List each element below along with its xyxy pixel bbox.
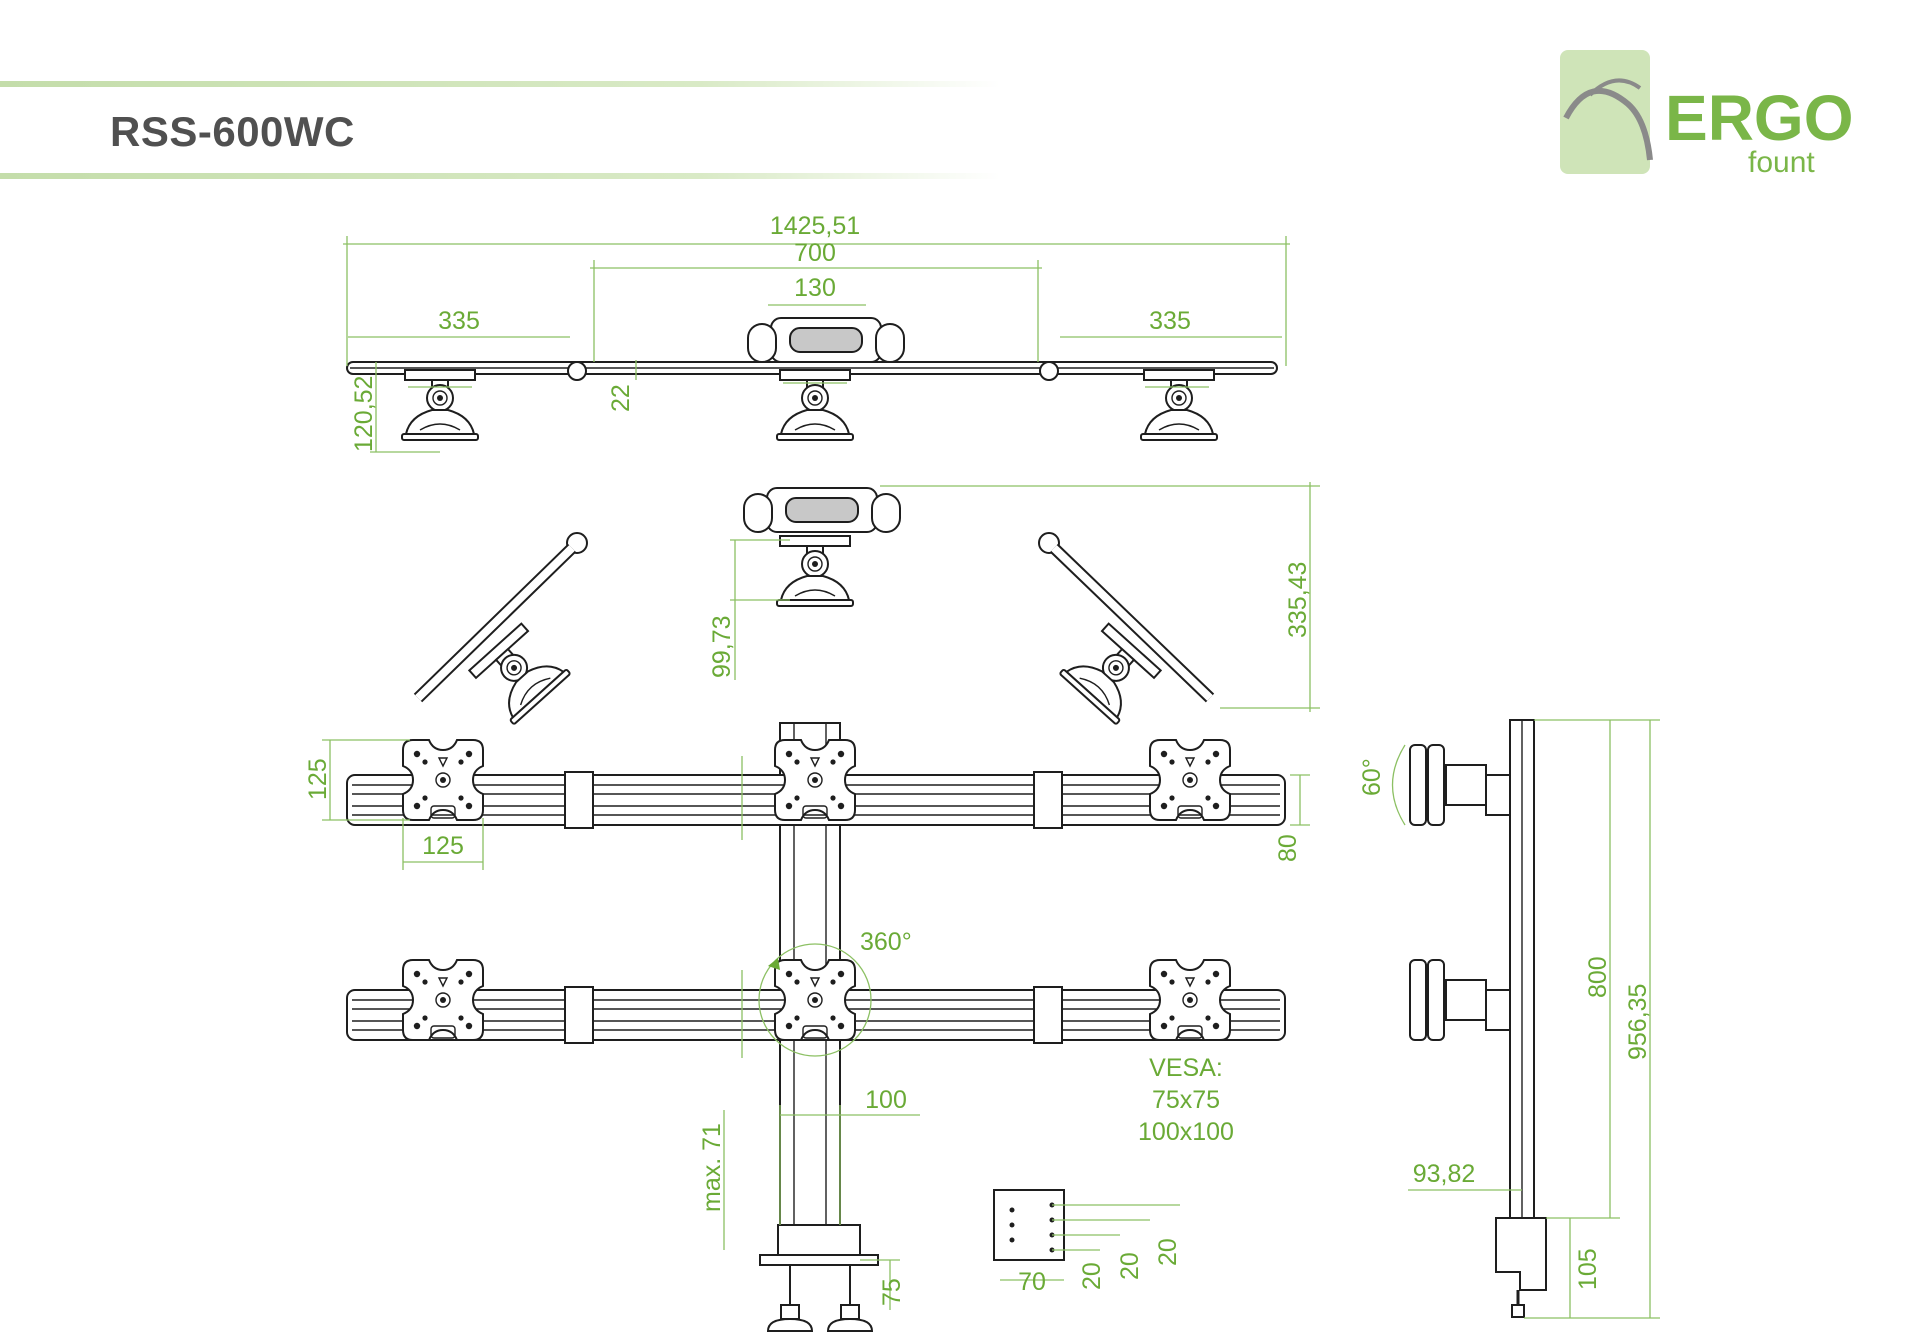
dim-plate-width: 125 [422,832,464,860]
dim-total-height: 956,35 [1624,984,1652,1060]
dim-plate-height: 125 [304,758,332,800]
vesa-size-1: 75x75 [1152,1086,1220,1114]
dim-clamp-height: 105 [1574,1248,1602,1290]
ergofount-logo: ERGO fount [1560,50,1853,179]
vesa-label: VESA: [1149,1054,1223,1082]
dimension-lines [322,236,1660,1319]
dim-center-width: 130 [794,274,836,302]
dim-clamp-max: max. 71 [698,1123,726,1212]
dim-hole-spacing-2: 20 [1116,1252,1144,1280]
dim-angled-offset: 99,73 [708,615,736,678]
dim-left-arm: 335 [438,307,480,335]
dim-pole-height: 800 [1584,956,1612,998]
dim-beam-gap: 22 [607,384,635,412]
logo-swoosh-icon [1563,87,1653,161]
dim-side-offset: 93,82 [1413,1160,1476,1188]
dim-angled-depth: 335,43 [1284,562,1312,638]
header-band-bottom [0,173,1000,179]
top-view-angled [413,487,1215,726]
dim-tilt: 60° [1358,758,1386,796]
header-band-top [0,81,1000,87]
front-view [346,722,1286,1332]
dim-overall-width: 1425,51 [770,212,860,240]
dim-beam-height: 80 [1274,834,1302,862]
model-title: RSS-600WC [110,108,355,155]
dim-rotation: 360° [860,928,912,956]
vesa-size-2: 100x100 [1138,1118,1234,1146]
dim-clamp-depth: 75 [878,1278,906,1306]
dim-right-arm: 335 [1149,307,1191,335]
dim-arm-height: 120,52 [350,376,378,452]
top-view-straight [346,317,1278,441]
dim-center-span: 700 [794,239,836,267]
side-view [1409,719,1547,1318]
dim-hole-spacing-1: 20 [1078,1262,1106,1290]
dim-vesa-plate-width: 70 [1018,1268,1046,1296]
dim-pole-width: 100 [865,1086,907,1114]
logo-fount: fount [1748,146,1815,179]
logo-ergo: ERGO [1665,82,1853,154]
dim-hole-spacing-3: 20 [1154,1238,1182,1266]
